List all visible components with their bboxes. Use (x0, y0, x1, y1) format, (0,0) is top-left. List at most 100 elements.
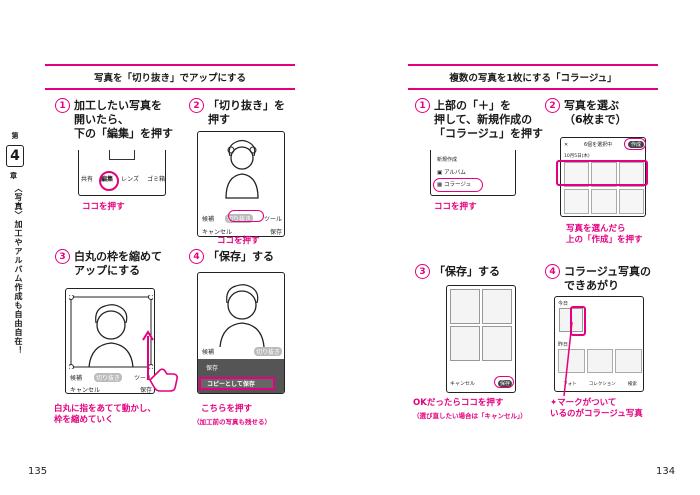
chapter-number: 4 (6, 145, 24, 167)
tools-tab[interactable]: ツール (133, 375, 152, 382)
left-step4-note: こちらを押す (201, 404, 253, 414)
phone-resize-screen: 候補 切り抜き ツール キャンセル 保存 (65, 288, 155, 394)
share-button[interactable]: 共有 (81, 176, 94, 183)
left-step-1: 1 加工したい写真を 開いたら、 下の「編集」を押す (55, 98, 173, 141)
right-step4-note: ✦マークがついて いるのがコラージュ写真 (550, 398, 643, 420)
step-number: 1 (55, 98, 70, 113)
album-label: アルバム (443, 170, 466, 176)
right-step3-subnote: （選び直したい場合は「キャンセル」） (413, 412, 527, 420)
photo-thumb[interactable] (618, 189, 644, 214)
save-copy-option[interactable]: コピーとして保存 (199, 377, 275, 390)
cancel-button[interactable]: キャンセル (450, 381, 476, 387)
save-menu-item[interactable]: 保存 (206, 365, 219, 372)
tools-tab[interactable]: ツール (263, 216, 282, 223)
collage-label: コラージュ (443, 182, 471, 188)
collage-cell (482, 326, 512, 361)
cancel-button[interactable]: キャンセル (70, 387, 101, 394)
right-step4-note-text: マークがついて いるのがコラージュ写真 (550, 398, 643, 419)
right-step3-note: OKだったらココを押す (413, 398, 504, 408)
crop-tab[interactable]: 切り抜き (224, 214, 253, 223)
left-step4-subnote: （加工前の写真も残せる） (193, 418, 271, 426)
search-tab[interactable]: 検索 (627, 382, 637, 387)
left-step-3: 3 白丸の枠を縮めて アップにする (55, 249, 162, 278)
create-highlight (624, 138, 646, 150)
yesterday-label: 昨日 (558, 342, 569, 348)
save-copy-label: コピーとして保存 (207, 381, 255, 388)
left-step1-note: ココを押す (82, 202, 125, 212)
phone-crop-screen: 候補 切り抜き ツール キャンセル 保存 (197, 131, 285, 237)
save-button[interactable]: 保存 (139, 387, 152, 394)
photo-thumb[interactable] (586, 349, 614, 373)
collage-mark-icon: ✦ (550, 398, 558, 408)
right-section-header: 複数の写真を1枚にする「コラージュ」 (408, 64, 658, 90)
step-text: 白丸の枠を縮めて アップにする (74, 250, 162, 277)
phone-edit-screen: 共有 編集 レンズ ゴミ箱 (78, 150, 166, 196)
left-page-number: 135 (28, 466, 48, 477)
cancel-button[interactable]: キャンセル (202, 229, 233, 236)
step-text: 加工したい写真を 開いたら、 下の「編集」を押す (74, 99, 173, 140)
chapter-label: 第 (11, 132, 19, 140)
right-page-number: 134 (656, 466, 676, 477)
pointer-line (563, 321, 573, 397)
photo-thumb[interactable] (615, 349, 642, 373)
today-label: 今日 (558, 301, 569, 307)
new-create-label: 新規作成 (437, 157, 458, 163)
crop-highlight (228, 210, 264, 222)
step-text: 「保存」する (434, 265, 500, 278)
crop-tab[interactable]: 切り抜き (253, 347, 282, 356)
selection-highlight (556, 160, 648, 186)
woman-portrait-illustration (219, 284, 265, 347)
phone-select-photos: ✕ 6個を選択中 作成 10月5日(木) (560, 137, 646, 217)
left-section-header: 写真を「切り抜き」でアップにする (45, 64, 295, 90)
vertical-chapter-title: 〈写真〉加工やアルバム作成も自由自在！ (14, 184, 23, 355)
step-text: 上部の「＋」を 押して、新規作成の 「コラージュ」を押す (434, 99, 544, 140)
lens-button[interactable]: レンズ (121, 176, 139, 183)
phone-save-screen: 候補 切り抜き 保存 (197, 272, 285, 394)
left-step2-note: ココを押す (217, 236, 260, 246)
trash-button[interactable]: ゴミ箱 (146, 176, 165, 183)
left-step-4: 4 「保存」する (189, 249, 274, 264)
photo-thumb[interactable] (618, 162, 644, 187)
photos-tab[interactable]: フォト (563, 382, 577, 387)
suggest-tab[interactable]: 候補 (70, 375, 83, 382)
photo-thumb[interactable] (558, 349, 585, 373)
collage-highlight (433, 178, 483, 192)
chapter-suffix: 章 (10, 172, 17, 180)
collage-cell (482, 289, 512, 324)
right-section-title: 複数の写真を1枚にする「コラージュ」 (449, 73, 617, 84)
collage-cell (450, 326, 480, 361)
step-number: 2 (545, 98, 560, 113)
step-number: 3 (55, 249, 70, 264)
photo-thumb[interactable] (591, 189, 617, 214)
close-icon[interactable]: ✕ (564, 141, 569, 148)
save-button[interactable]: 保存 (269, 229, 282, 236)
step-text: 「切り抜き」を 押す (208, 99, 285, 126)
photo-thumb[interactable] (564, 162, 590, 187)
step-text: コラージュ写真の できあがり (564, 265, 652, 292)
save-highlight (494, 376, 514, 388)
woman-portrait-illustration (69, 295, 153, 369)
photo-grid (564, 162, 644, 214)
right-step-3: 3 「保存」する (415, 264, 500, 279)
right-step-4: 4 コラージュ写真の できあがり (545, 264, 652, 293)
step-text: 「保存」する (208, 250, 274, 263)
suggest-tab[interactable]: 候補 (202, 349, 215, 356)
edit-highlight-circle (99, 171, 119, 191)
photo-thumb[interactable] (564, 189, 590, 214)
right-step-2: 2 写真を選ぶ （6枚まで） (545, 98, 627, 127)
left-step3-note: 白丸に指をあてて動かし、 枠を縮めていく (54, 404, 156, 425)
step-number: 4 (189, 249, 204, 264)
create-button[interactable]: 作成 (627, 141, 644, 148)
photo-thumb[interactable] (591, 162, 617, 187)
step-number: 3 (415, 264, 430, 279)
collection-tab[interactable]: コレクション (588, 382, 616, 387)
crop-tab[interactable]: 切り抜き (93, 373, 122, 382)
step-text: 写真を選ぶ （6枚まで） (564, 99, 627, 126)
drag-arrow-icon (142, 330, 154, 380)
suggest-tab[interactable]: 候補 (202, 216, 215, 223)
right-step-1: 1 上部の「＋」を 押して、新規作成の 「コラージュ」を押す (415, 98, 544, 141)
collage-mark-highlight (570, 306, 586, 336)
right-step1-note: ココを押す (434, 202, 477, 212)
album-option[interactable]: ▣ アルバム (437, 170, 466, 176)
step-number: 2 (189, 98, 204, 113)
